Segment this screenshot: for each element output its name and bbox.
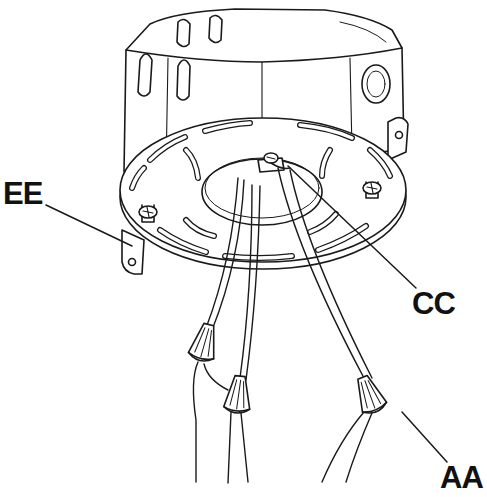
ground-screw [258, 153, 290, 172]
callout-label: CC [412, 288, 455, 319]
mounting-plate [120, 118, 406, 269]
leader-line [46, 166, 447, 462]
wires [193, 168, 372, 483]
callout-label: EE [3, 178, 42, 209]
callout-label: AA [440, 462, 483, 493]
